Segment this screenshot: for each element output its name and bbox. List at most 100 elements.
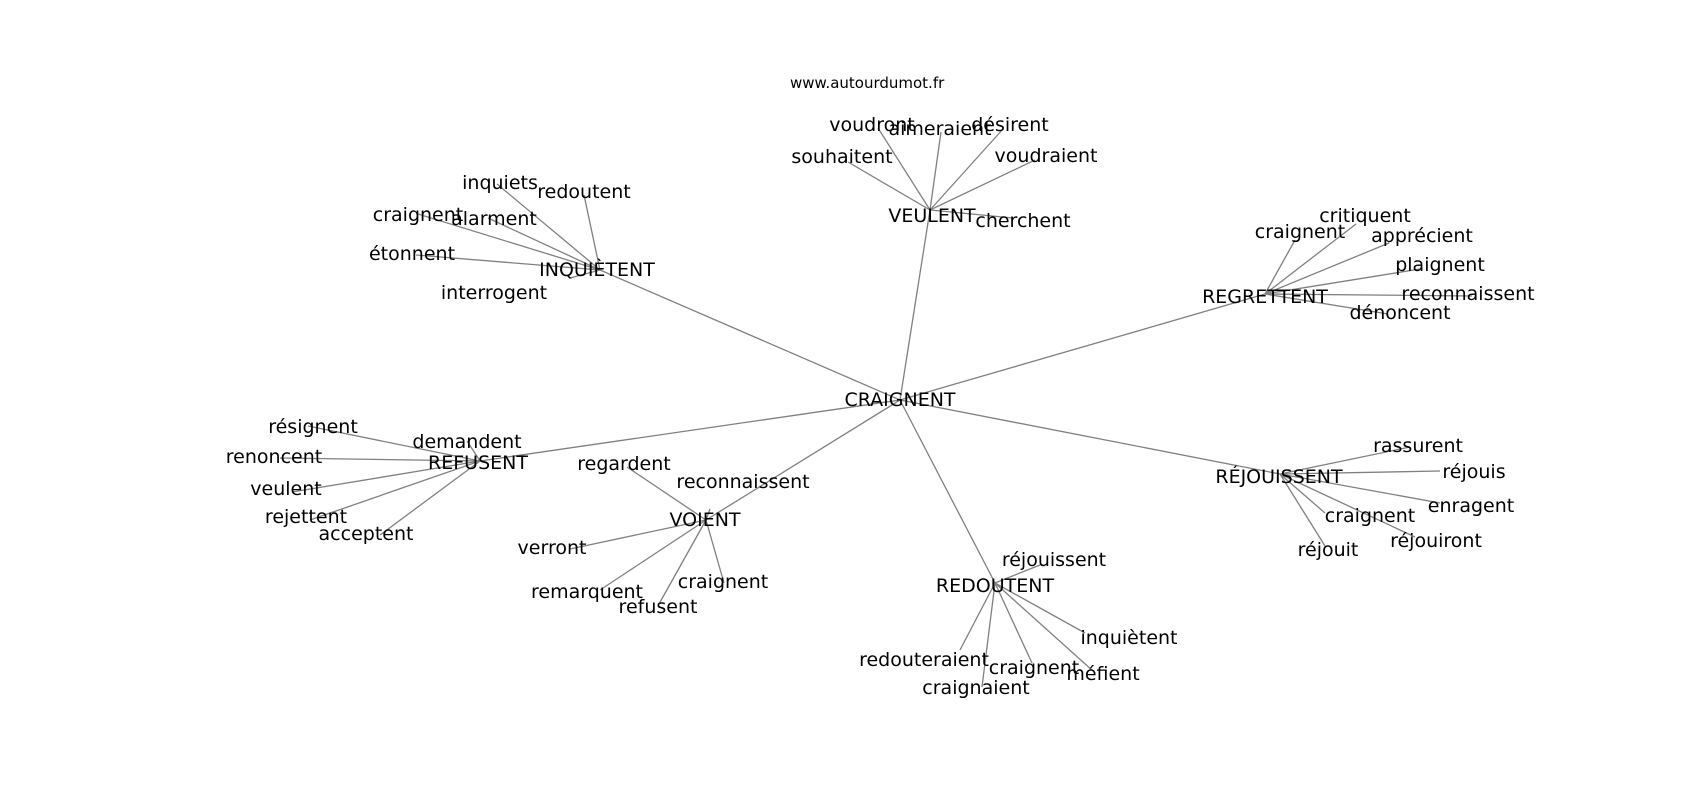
hub-to-leaf-edge <box>1279 473 1441 504</box>
root-to-hub-edge <box>705 399 901 521</box>
hub-to-leaf-edge <box>994 582 1086 634</box>
leaf-node-label: craignent <box>678 571 768 593</box>
hub-to-leaf-edge <box>569 519 707 550</box>
leaf-node-label: désirent <box>971 114 1049 136</box>
hub-to-leaf-edge <box>466 440 481 462</box>
hub-to-leaf-edge <box>1279 473 1326 514</box>
leaf-node-label: rassurent <box>1373 435 1463 457</box>
leaf-node-label: craignent <box>1325 505 1415 527</box>
leaf-node-label: interrogent <box>441 282 547 304</box>
hub-to-leaf-edge <box>291 460 481 493</box>
leaf-node-label: voudraient <box>995 145 1098 167</box>
leaf-node-label: aimeraient <box>888 118 991 140</box>
hub-node-label: REGRETTENT <box>1202 286 1328 308</box>
leaf-node-label: rejettent <box>265 506 347 528</box>
leaf-node-label: étonnent <box>369 243 455 265</box>
root-to-hub-edge <box>899 293 1266 401</box>
hub-to-leaf-edge <box>994 564 1041 584</box>
leaf-node-label: plaignent <box>1395 254 1485 276</box>
leaf-node-label: redouteraient <box>859 649 989 671</box>
hub-to-leaf-edge <box>307 425 481 462</box>
hub-to-leaf-edge <box>1264 223 1357 295</box>
hub-to-leaf-edge <box>994 582 1033 664</box>
leaf-node-label: cherchent <box>975 210 1070 232</box>
hub-to-leaf-edge <box>279 457 481 462</box>
leaf-node-label: réjouis <box>1442 461 1505 483</box>
leaf-node-label: craignent <box>373 204 463 226</box>
hub-to-leaf-edge <box>379 460 481 536</box>
leaf-node-label: résignent <box>268 416 358 438</box>
hub-to-leaf-edge <box>309 460 481 521</box>
graph-edges <box>279 127 1473 688</box>
leaf-node-label: voudront <box>829 114 914 136</box>
hub-to-leaf-edge <box>929 209 1014 219</box>
hub-to-leaf-edge <box>417 213 601 271</box>
leaf-node-label: inquiètent <box>1080 627 1177 649</box>
root-to-hub-edge <box>479 399 901 462</box>
hub-to-leaf-edge <box>626 466 707 521</box>
hub-to-leaf-edge <box>658 519 707 605</box>
hub-to-leaf-edge <box>705 519 725 584</box>
leaf-node-label: renoncent <box>226 446 322 468</box>
hub-to-leaf-edge <box>1279 470 1441 475</box>
hub-to-leaf-edge <box>415 254 601 271</box>
root-to-hub-edge <box>899 399 996 584</box>
leaf-node-label: regardent <box>577 453 671 475</box>
hub-to-leaf-edge <box>929 131 942 211</box>
hub-node-label: VEULENT <box>888 205 976 227</box>
hub-to-leaf-edge <box>981 582 996 688</box>
leaf-node-label: refusent <box>619 596 698 618</box>
hub-to-leaf-edge <box>877 127 931 211</box>
source-label: www.autourdumot.fr <box>790 74 945 92</box>
hub-node-label: RÉJOUISSENT <box>1215 465 1343 488</box>
hub-to-leaf-edge <box>847 161 931 211</box>
leaf-node-label: enragent <box>1428 495 1514 517</box>
hub-to-leaf-edge <box>1279 446 1411 475</box>
hub-to-leaf-edge <box>599 519 707 591</box>
hub-node-label: REFUSENT <box>428 452 528 474</box>
leaf-node-label: réjouit <box>1298 539 1359 561</box>
hub-node-label: REDOUTENT <box>936 575 1055 597</box>
root-node-label: CRAIGNENT <box>844 389 955 411</box>
leaf-node-label: réjouissent <box>1002 549 1106 571</box>
hub-to-leaf-edge <box>1264 293 1389 315</box>
root-to-hub-edge <box>899 209 931 401</box>
leaf-node-label: acceptent <box>319 523 414 545</box>
leaf-node-label: critiquent <box>1319 205 1411 227</box>
leaf-node-label: craignent <box>989 657 1079 679</box>
hub-to-leaf-edge <box>487 217 601 271</box>
leaf-node-label: verront <box>518 537 587 559</box>
hub-to-leaf-edge <box>994 582 1094 672</box>
hub-to-leaf-edge <box>583 194 601 271</box>
hub-to-leaf-edge <box>1264 242 1390 295</box>
leaf-node-label: souhaitent <box>791 146 892 168</box>
root-to-hub-edge <box>899 399 1281 475</box>
hub-to-leaf-edge <box>1264 239 1296 295</box>
leaf-node-label: veulent <box>250 478 321 500</box>
hub-to-leaf-edge <box>929 159 1036 211</box>
hub-node-label: INQUIÈTENT <box>539 258 655 281</box>
hub-to-leaf-edge <box>1264 268 1421 295</box>
leaf-node-label: méfient <box>1066 663 1139 685</box>
leaf-node-label: redoutent <box>537 181 630 203</box>
hub-to-leaf-edge <box>569 269 601 279</box>
leaf-node-label: inquiets <box>462 172 538 194</box>
hub-node-label: VOIENT <box>669 509 740 531</box>
hub-to-leaf-edge <box>705 508 711 521</box>
leaf-node-label: réjouiront <box>1390 530 1482 552</box>
leaf-node-label: reconnaissent <box>676 471 809 493</box>
hub-to-leaf-edge <box>1264 293 1473 297</box>
leaf-node-label: apprécient <box>1371 225 1473 247</box>
leaf-node-label: dénoncent <box>1349 302 1450 324</box>
hub-to-leaf-edge <box>496 183 601 271</box>
leaf-node-label: remarquent <box>531 581 643 603</box>
leaf-node-label: craignaient <box>922 677 1029 699</box>
hub-to-leaf-edge <box>1279 473 1416 538</box>
hub-to-leaf-edge <box>1279 473 1326 547</box>
graph-labels: CRAIGNENT VEULENT voudrontaimeraientdésir… <box>226 114 1535 699</box>
hub-to-leaf-edge <box>929 128 1004 211</box>
leaf-node-label: craignent <box>1255 221 1345 243</box>
hub-to-leaf-edge <box>959 582 996 651</box>
leaf-node-label: alarment <box>451 208 537 230</box>
